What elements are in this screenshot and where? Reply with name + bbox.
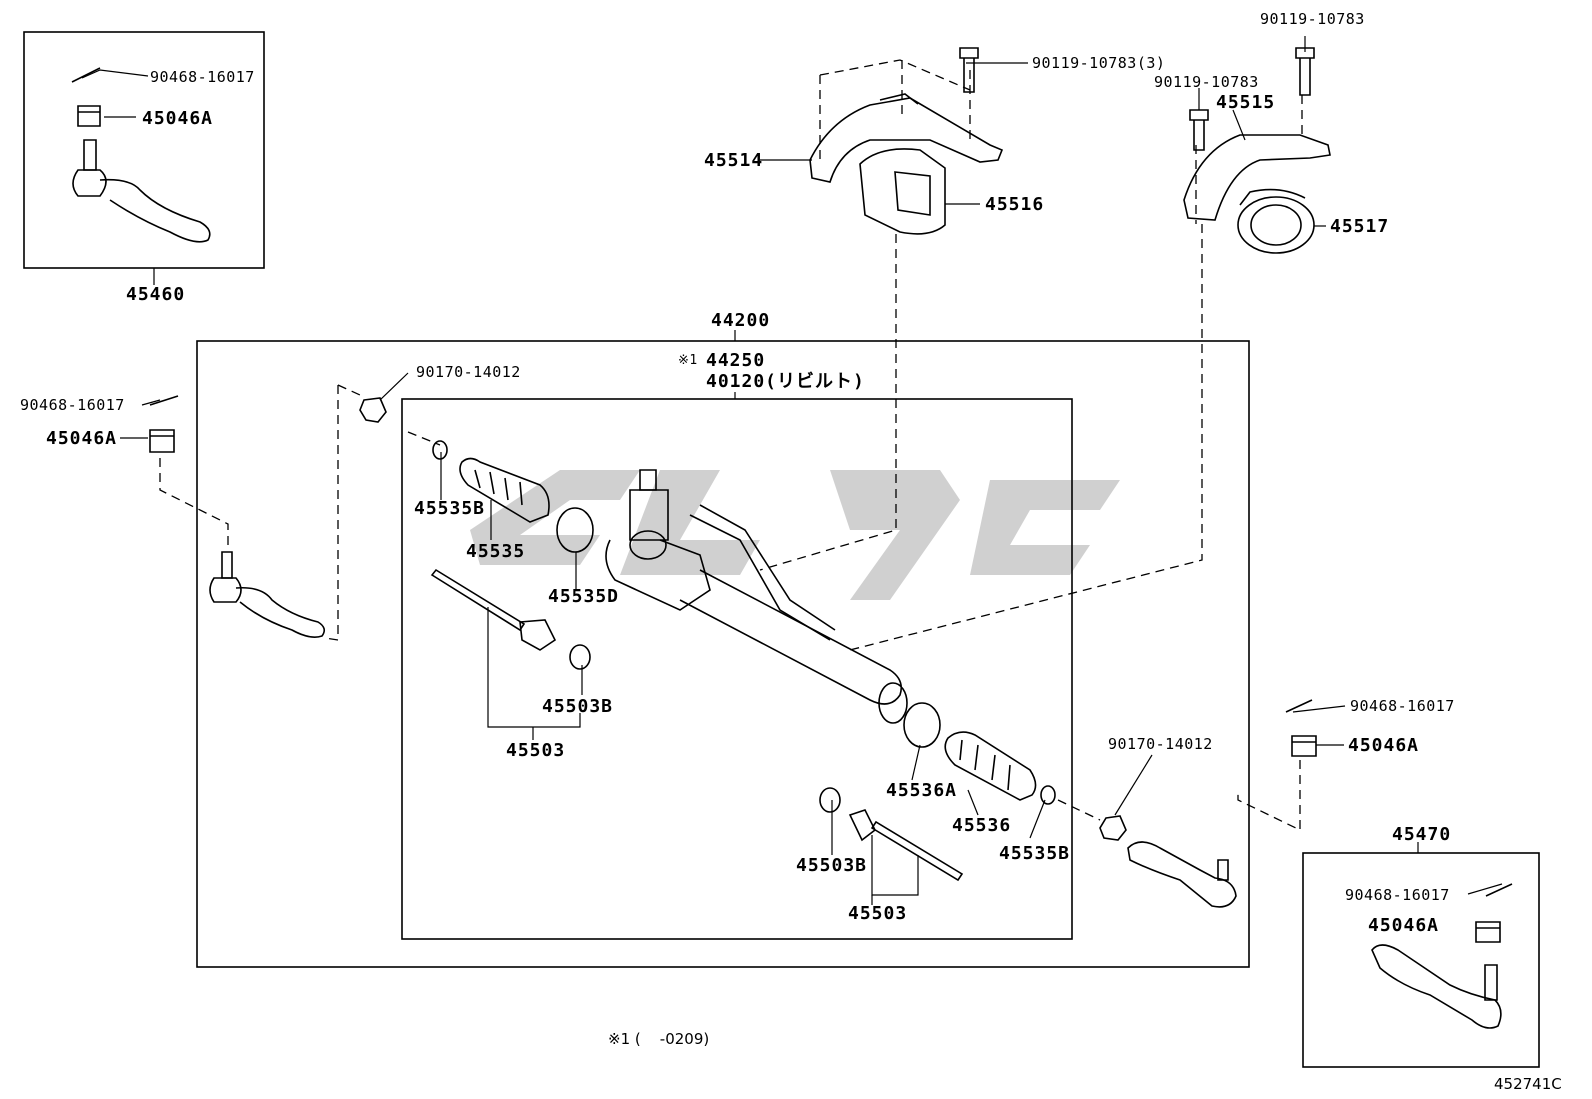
bushing-45516	[859, 148, 946, 235]
lock-nut-left	[359, 397, 387, 423]
label-left-cotter: 90468-16017	[20, 396, 125, 414]
label-clamp-a: 45536A	[886, 780, 958, 801]
label-boot-right: 45536	[952, 815, 1012, 836]
label-clamp-b-right: 45535B	[999, 843, 1071, 864]
lock-nut-right	[1099, 815, 1127, 841]
steering-rack-44250	[605, 469, 908, 724]
box-40120	[401, 398, 1073, 940]
bolt-90119-10783-b	[1189, 109, 1209, 151]
bracket-45514	[809, 93, 1004, 183]
tie-rod-end-45470	[1371, 944, 1502, 1029]
boot-45535	[459, 457, 550, 523]
label-washer-left: 45503B	[542, 696, 614, 717]
label-assembly-inner: 40120(リビルト)	[706, 371, 865, 392]
label-45460: 45460	[126, 284, 186, 305]
cotter-pin-45470	[1485, 883, 1513, 897]
label-bolt-top-right: 90119-10783	[1260, 10, 1365, 28]
label-right-cotter: 90468-16017	[1350, 697, 1455, 715]
label-bolt-main: 90119-10783(3)	[1032, 54, 1166, 72]
label-right-locknut: 90170-14012	[1108, 735, 1213, 753]
clamp-45535B-right	[1040, 785, 1056, 805]
tie-rod-45503-left	[430, 568, 557, 651]
label-tl-nut: 45046A	[142, 108, 214, 129]
label-clamp-b-left: 45535B	[414, 498, 486, 519]
label-right-nut: 45046A	[1348, 735, 1420, 756]
footnote: ※1 ( -0209)	[608, 1030, 710, 1048]
castle-nut-45046A	[77, 105, 101, 127]
tie-rod-end-left	[209, 551, 326, 638]
label-washer-right: 45503B	[796, 855, 868, 876]
label-bushing-right: 45517	[1330, 216, 1390, 237]
cotter-pin-left	[149, 395, 179, 406]
castle-nut-right	[1291, 735, 1317, 757]
label-left-nut: 45046A	[46, 428, 118, 449]
label-clamp-d: 45535D	[548, 586, 620, 607]
bushing-45517	[1237, 188, 1315, 254]
box-45460	[23, 31, 265, 269]
label-assembly-sub-mark: ※1	[678, 353, 698, 368]
bracket-45515	[1183, 134, 1331, 221]
label-br-nut: 45046A	[1368, 915, 1440, 936]
label-bushing-left: 45516	[985, 194, 1045, 215]
tie-rod-45503-right	[848, 809, 964, 882]
box-44200	[196, 340, 1250, 968]
label-br-cotter: 90468-16017	[1345, 886, 1450, 904]
label-bolt-right: 90119-10783	[1154, 73, 1259, 91]
label-left-locknut: 90170-14012	[416, 363, 521, 381]
clamp-45535D	[556, 507, 594, 553]
label-rod-left: 45503	[506, 740, 566, 761]
box-45470	[1302, 852, 1540, 1068]
label-boot-left: 45535	[466, 541, 526, 562]
label-tl-cotter: 90468-16017	[150, 68, 255, 86]
bolt-90119-10783-a	[1295, 47, 1315, 96]
watermark-logo	[470, 470, 1120, 600]
label-rod-right: 45503	[848, 903, 908, 924]
label-assembly-sub: 44250	[706, 350, 766, 371]
washer-45503B-left	[569, 644, 591, 670]
bolt-90119-10783-3	[959, 47, 979, 93]
tie-rod-end-45460	[72, 139, 211, 243]
washer-45503B-right	[819, 787, 841, 813]
label-assembly-outer: 44200	[711, 310, 771, 331]
diagram-code: 452741C	[1494, 1075, 1562, 1093]
cotter-pin-90468-16017	[71, 67, 101, 83]
boot-45536	[944, 731, 1037, 801]
label-bracket-right: 45515	[1216, 92, 1276, 113]
castle-nut-left	[149, 429, 175, 453]
clamp-45536A	[903, 702, 941, 748]
castle-nut-45470	[1475, 921, 1501, 943]
cotter-pin-right	[1285, 699, 1313, 713]
label-bracket-left: 45514	[704, 150, 764, 171]
clamp-45535B-left	[432, 440, 448, 460]
tie-rod-end-right	[1127, 841, 1237, 908]
label-45470: 45470	[1392, 824, 1452, 845]
